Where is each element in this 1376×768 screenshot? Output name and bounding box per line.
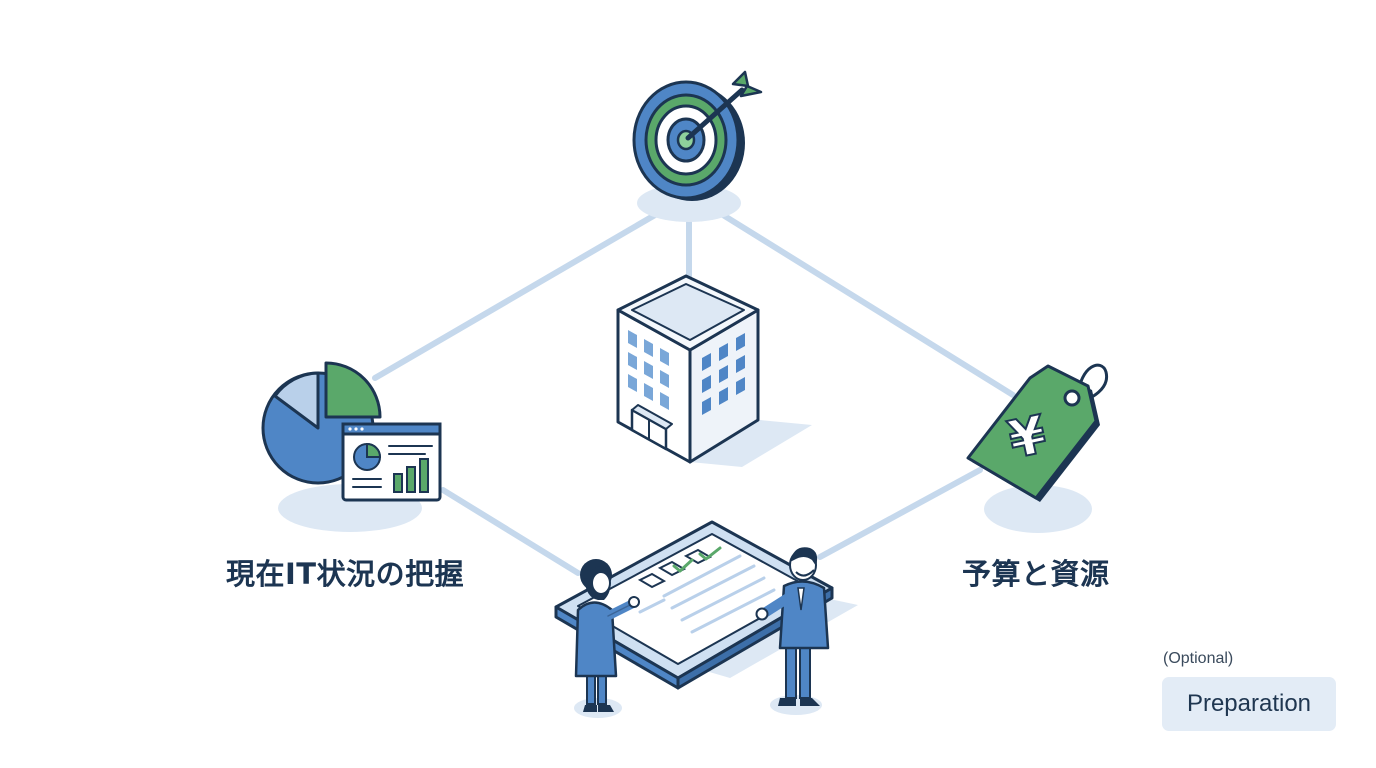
person-man: [755, 547, 830, 706]
optional-note: (Optional): [1163, 650, 1234, 667]
connector-top-right: [720, 212, 1016, 398]
connector-top-left: [372, 212, 658, 381]
yen-price-tag-icon: ¥: [966, 363, 1109, 533]
target-icon: [632, 70, 763, 222]
connector-lines: [372, 212, 1016, 576]
preparation-button[interactable]: Preparation: [1162, 677, 1336, 731]
connector-right-bottom: [817, 467, 983, 560]
checklist-tablet-people-icon: [554, 520, 858, 718]
connector-left-bottom: [440, 487, 581, 576]
node-label-budget-resources: 予算と資源: [962, 557, 1110, 591]
analytics-dashboard-icon: [261, 361, 442, 532]
node-label-current-it: 現在IT状況の把握: [226, 557, 465, 591]
building-icon: [616, 274, 812, 467]
person-woman: [574, 559, 640, 712]
